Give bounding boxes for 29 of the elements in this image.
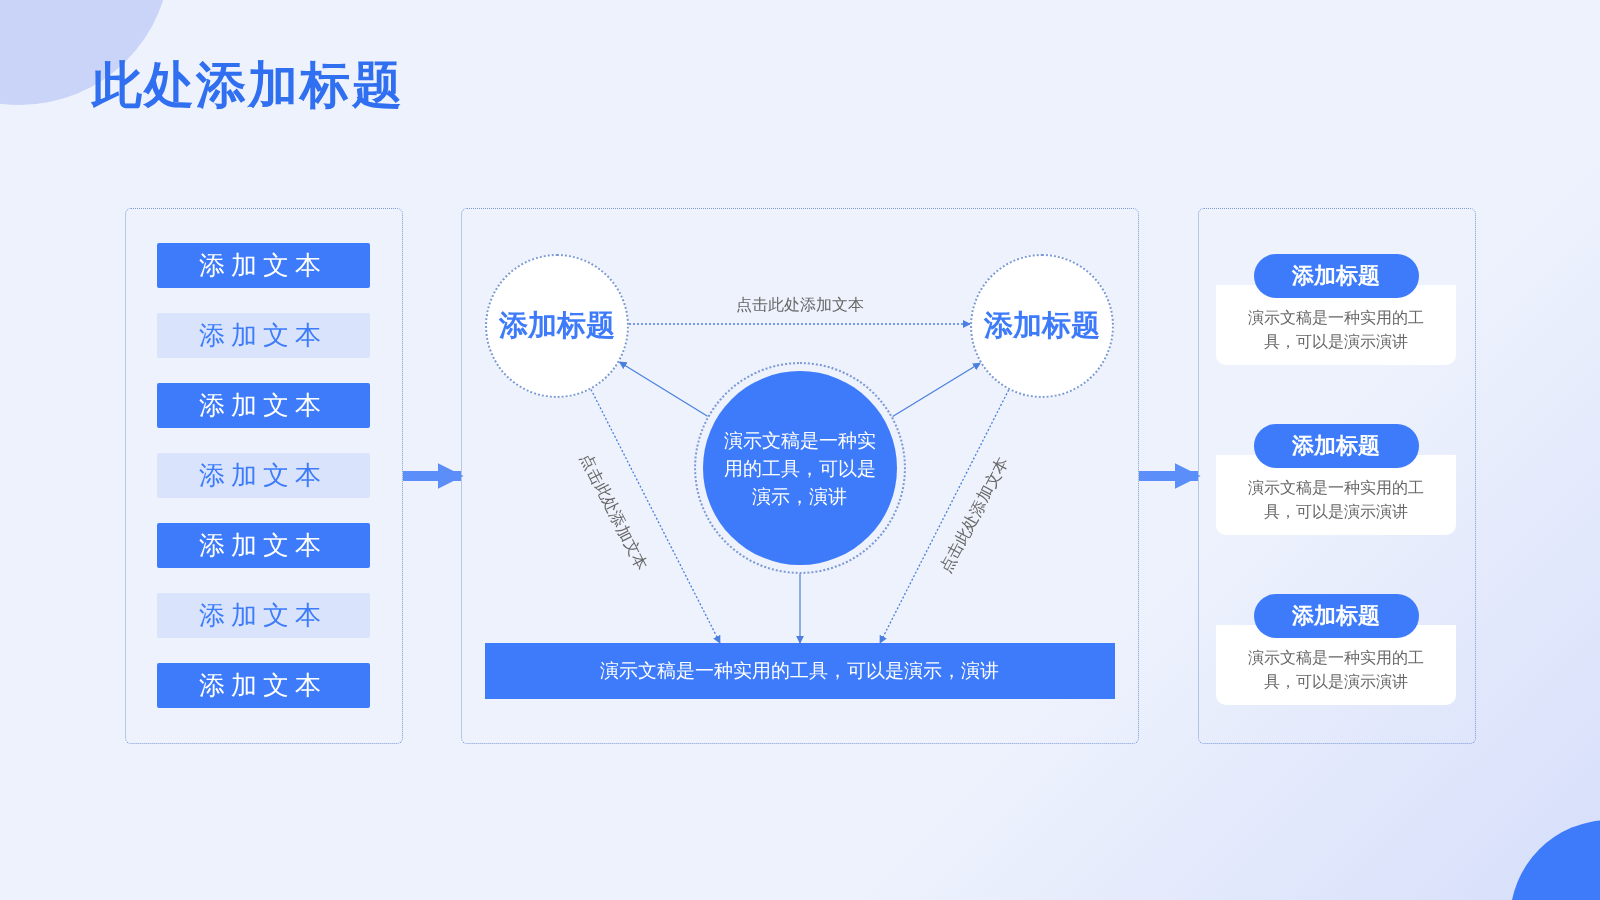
flow-arrow [403, 463, 464, 489]
title-pill: 添加标题 [1253, 253, 1419, 298]
slide-title: 此处添加标题 [92, 55, 404, 116]
connector-arrow [892, 362, 981, 418]
text-button-light: 添加文本 [156, 592, 370, 638]
info-card [1215, 423, 1456, 535]
title-circle: 添加标题 [969, 253, 1114, 398]
text-button: 添加文本 [156, 382, 370, 428]
info-card [1215, 593, 1456, 705]
text-button: 添加文本 [156, 242, 370, 288]
card-text: 演示文稿是一种实用的工具，可以是演示演讲 [1246, 646, 1425, 693]
info-card [1215, 253, 1456, 365]
text-button-light: 添加文本 [156, 312, 370, 358]
title-circle: 添加标题 [484, 253, 629, 398]
title-pill: 添加标题 [1253, 423, 1419, 468]
text-button: 添加文本 [156, 662, 370, 708]
connector-arrow [628, 320, 971, 328]
connector-arrow [796, 573, 804, 644]
text-button-light: 添加文本 [156, 452, 370, 498]
card-text: 演示文稿是一种实用的工具，可以是演示演讲 [1246, 306, 1425, 353]
text-bar: 演示文稿是一种实用的工具，可以是演示，演讲 [484, 642, 1115, 699]
connector-arrow [618, 361, 709, 417]
connector-arrow [879, 389, 1010, 644]
card-text: 演示文稿是一种实用的工具，可以是演示演讲 [1246, 476, 1425, 523]
connector-arrow [590, 388, 721, 644]
circle-text: 演示文稿是一种实用的工具，可以是演示，演讲 [722, 427, 877, 509]
title-pill: 添加标题 [1253, 593, 1419, 638]
flow-arrow [1139, 463, 1201, 489]
text-button: 添加文本 [156, 522, 370, 568]
